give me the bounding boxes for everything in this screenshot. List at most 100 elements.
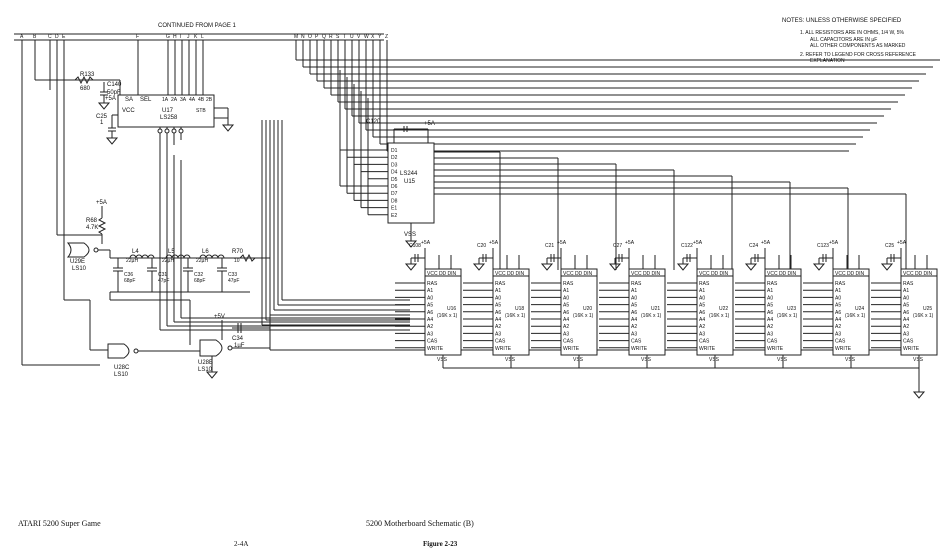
ram-supply: +5A	[625, 240, 635, 246]
edge-letter: O	[308, 34, 312, 40]
ram-pin-label: A5	[767, 303, 773, 309]
ram-cap-ref: C108	[409, 243, 421, 249]
mux-pin-1a: 1A	[162, 97, 169, 103]
ram-pin-label: A0	[903, 295, 909, 301]
ram-pin-label: A3	[835, 331, 841, 337]
ram-pin-label: A0	[563, 295, 569, 301]
buffer-u15: C120 +5A LS244 U15 VSS D1D2D3D4D5D6D7D8E…	[339, 70, 907, 270]
ram-top-label: VCC DD DIN	[427, 271, 457, 277]
ram-ref: U16	[447, 306, 456, 312]
ram-pin-label: A0	[427, 295, 433, 301]
mux-pin-4a: 4A	[189, 97, 196, 103]
ram-org: (16K x 1)	[573, 313, 594, 319]
ram-pin-label: A2	[495, 324, 501, 330]
c34-supply: +5V	[214, 314, 225, 320]
ram-pin-label: A6	[699, 310, 705, 316]
ram-pin-label: WRITE	[631, 346, 648, 352]
ram-supply: +5A	[829, 240, 839, 246]
note-1c: ALL OTHER COMPONENTS AS MARKED	[810, 43, 906, 49]
ram-pin-label: A6	[563, 310, 569, 316]
ram-pin-label: A1	[835, 288, 841, 294]
ram-pin-label: A2	[835, 324, 841, 330]
ram-pin-label: CAS	[563, 339, 574, 345]
ram-supply: +5A	[421, 240, 431, 246]
footer-figure-number: Figure 2-23	[423, 540, 458, 548]
ram-pin-label: A0	[495, 295, 501, 301]
ram-vss: VSS	[913, 357, 924, 363]
ram-vss: VSS	[777, 357, 788, 363]
c33-val: 47pF	[228, 278, 239, 284]
buffer-pin-label: D1	[391, 148, 398, 154]
c36-ref: C36	[124, 272, 133, 278]
ram-pin-label: RAS	[563, 281, 574, 287]
ram-org: (16K x 1)	[437, 313, 458, 319]
ram-pin-label: RAS	[631, 281, 642, 287]
ram-org: (16K x 1)	[913, 313, 934, 319]
buffer-vss: VSS	[404, 232, 416, 238]
buffer-pin-label: D2	[391, 155, 398, 161]
ram-vss: VSS	[845, 357, 856, 363]
edge-letter: S	[336, 34, 340, 40]
ram-pin-label: CAS	[835, 339, 846, 345]
ram-pin-label: A6	[495, 310, 501, 316]
ram-top-label: VCC DD DIN	[835, 271, 865, 277]
c140-ref: C140	[107, 82, 122, 88]
note-2b: EXPLANATION	[810, 58, 845, 64]
edge-letter: U	[350, 34, 354, 40]
ram-pin-label: CAS	[495, 339, 506, 345]
l4-ref: L4	[132, 249, 139, 255]
l5-ref: L5	[168, 249, 175, 255]
ram-pin-label: RAS	[835, 281, 846, 287]
ram-ref: U23	[787, 306, 796, 312]
ram-pin-label: A1	[699, 288, 705, 294]
footer-left-title: ATARI 5200 Super Game	[18, 519, 101, 528]
ram-vss: VSS	[641, 357, 652, 363]
notes-heading: NOTES: UNLESS OTHERWISE SPECIFIED	[782, 18, 902, 24]
note-1a: 1. ALL RESISTORS ARE IN OHMS, 1/4 W, 5%	[800, 30, 904, 36]
r68-ref: R68	[86, 218, 98, 224]
c31-val: 47pF	[158, 278, 169, 284]
mux-ref: U17	[162, 108, 174, 114]
ram-chip: VCC DD DINRASA1A0A5A6A4A2A3CASWRITEU21(1…	[599, 240, 666, 368]
ram-org: (16K x 1)	[505, 313, 526, 319]
ram-pin-label: A6	[631, 310, 637, 316]
ram-top-label: VCC DD DIN	[631, 271, 661, 277]
ram-top-label: VCC DD DIN	[699, 271, 729, 277]
r70-ref: R70	[232, 249, 244, 255]
ram-pin-label: CAS	[427, 339, 438, 345]
ram-org: (16K x 1)	[845, 313, 866, 319]
ram-vss: VSS	[437, 357, 448, 363]
edge-letter: N	[301, 34, 305, 40]
ram-supply: +5A	[557, 240, 567, 246]
r133-val: 680	[80, 86, 91, 92]
edge-letter: Y	[378, 34, 382, 40]
filter-supply: +5A	[96, 200, 107, 206]
ram-pin-label: A1	[631, 288, 637, 294]
ram-ref: U24	[855, 306, 864, 312]
ram-ref: U22	[719, 306, 728, 312]
u28c-part: LS10	[114, 372, 129, 378]
ram-pin-label: A6	[427, 310, 433, 316]
edge-letter: W	[364, 34, 369, 40]
ram-pin-label: A0	[835, 295, 841, 301]
mux-pin-sa: SA	[125, 97, 133, 103]
ram-pin-label: A6	[835, 310, 841, 316]
mux-pin-sel: SEL	[140, 97, 152, 103]
edge-letter: X	[371, 34, 375, 40]
ram-pin-label: CAS	[767, 339, 778, 345]
note-2a: 2. REFER TO LEGEND FOR CROSS REFERENCE	[800, 52, 917, 58]
edge-letter: I	[180, 34, 181, 40]
c25-val: 1	[100, 120, 104, 126]
ram-pin-label: RAS	[427, 281, 438, 287]
ram-chip: VCC DD DINRASA1A0A5A6A4A2A3CASWRITEU24(1…	[803, 240, 870, 368]
ram-pin-label: A2	[699, 324, 705, 330]
ram-pin-label: CAS	[699, 339, 710, 345]
c31-ref: C31	[158, 272, 167, 278]
ram-supply: +5A	[761, 240, 771, 246]
ram-pin-label: A5	[699, 303, 705, 309]
ram-pin-label: WRITE	[767, 346, 784, 352]
ram-pin-label: CAS	[903, 339, 914, 345]
ram-top-label: VCC DD DIN	[767, 271, 797, 277]
